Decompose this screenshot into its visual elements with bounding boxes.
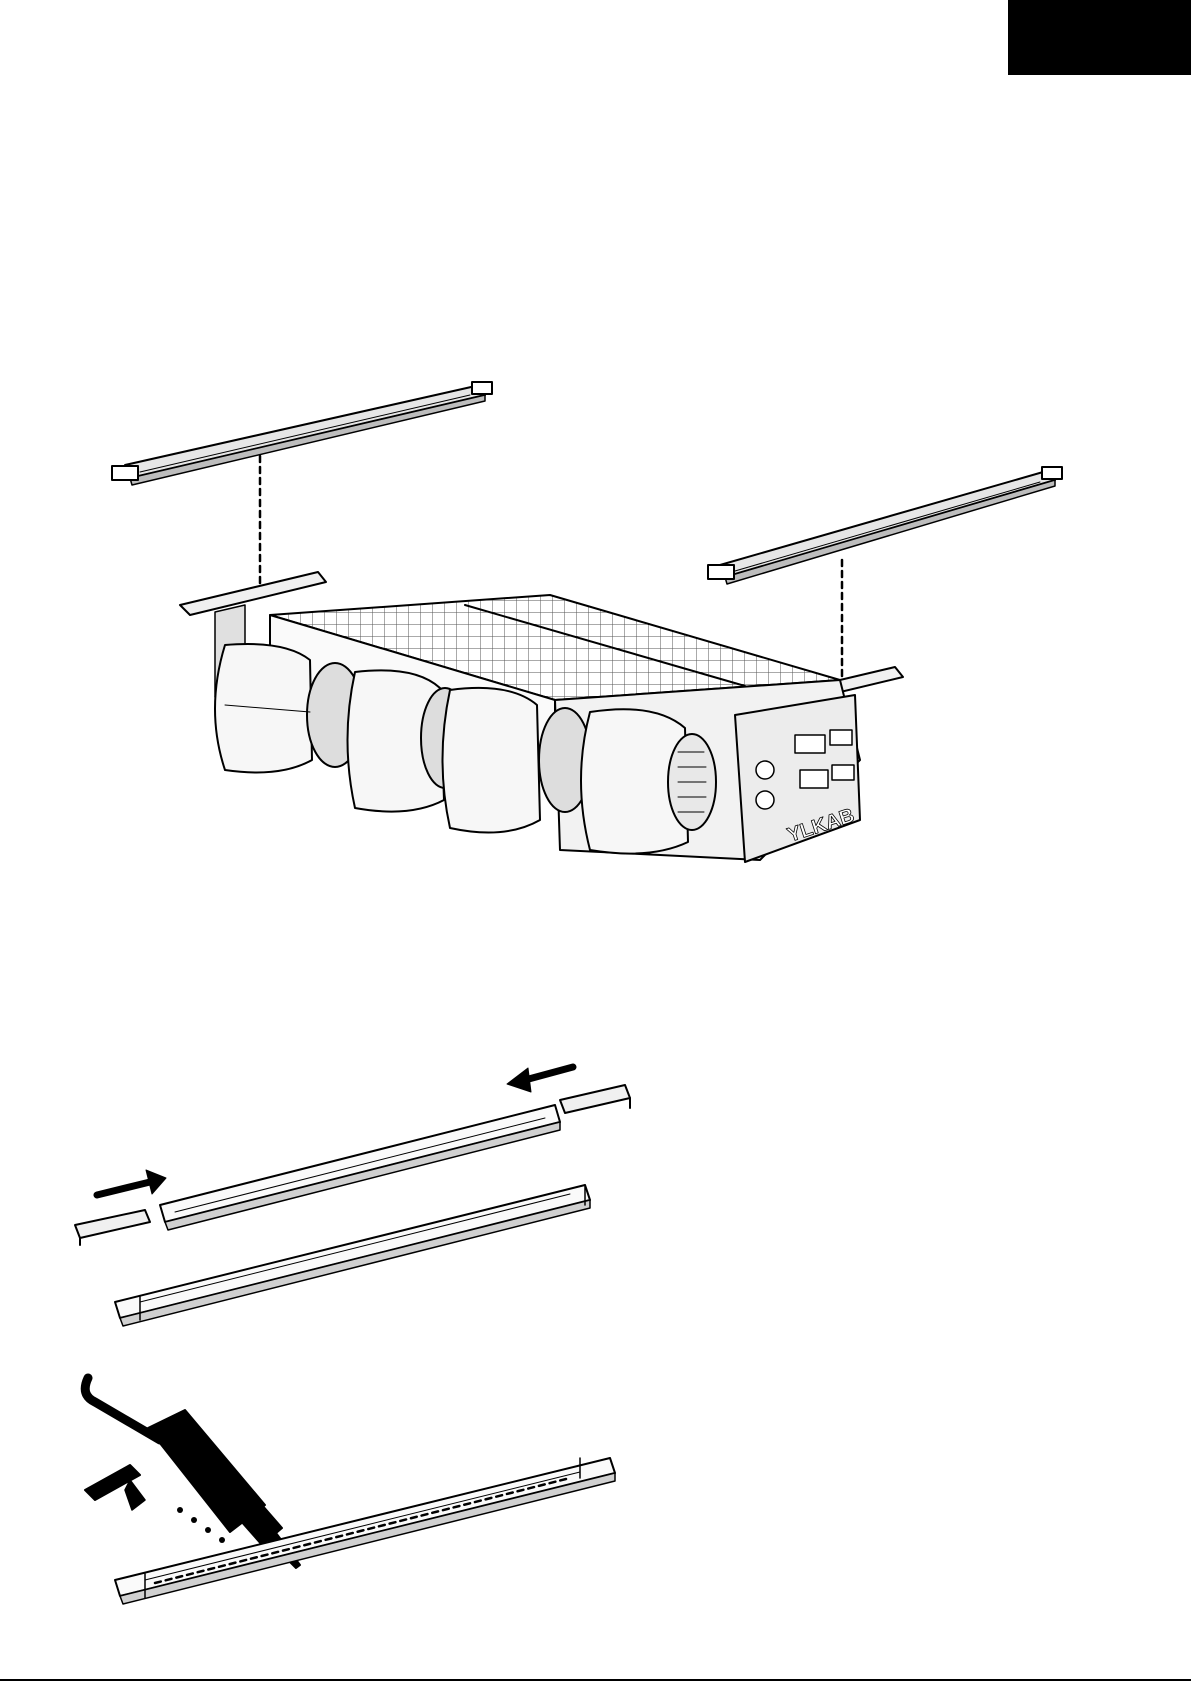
arrow-right-icon — [97, 1170, 166, 1195]
rail-left — [112, 382, 492, 585]
sealant-figure — [85, 1378, 615, 1604]
caulking-gun-icon — [85, 1378, 300, 1568]
rail-sliding — [75, 1085, 630, 1245]
fan-coil-unit: YLKAB — [180, 572, 903, 862]
blower-1 — [215, 644, 363, 772]
unit-assembly-figure: YLKAB — [112, 382, 1062, 862]
footer-rule — [0, 1679, 1191, 1681]
rail-right — [708, 467, 1062, 680]
rail-extension-figure — [75, 1067, 630, 1326]
blower-3 — [443, 688, 592, 833]
arrow-left-icon — [507, 1067, 573, 1092]
